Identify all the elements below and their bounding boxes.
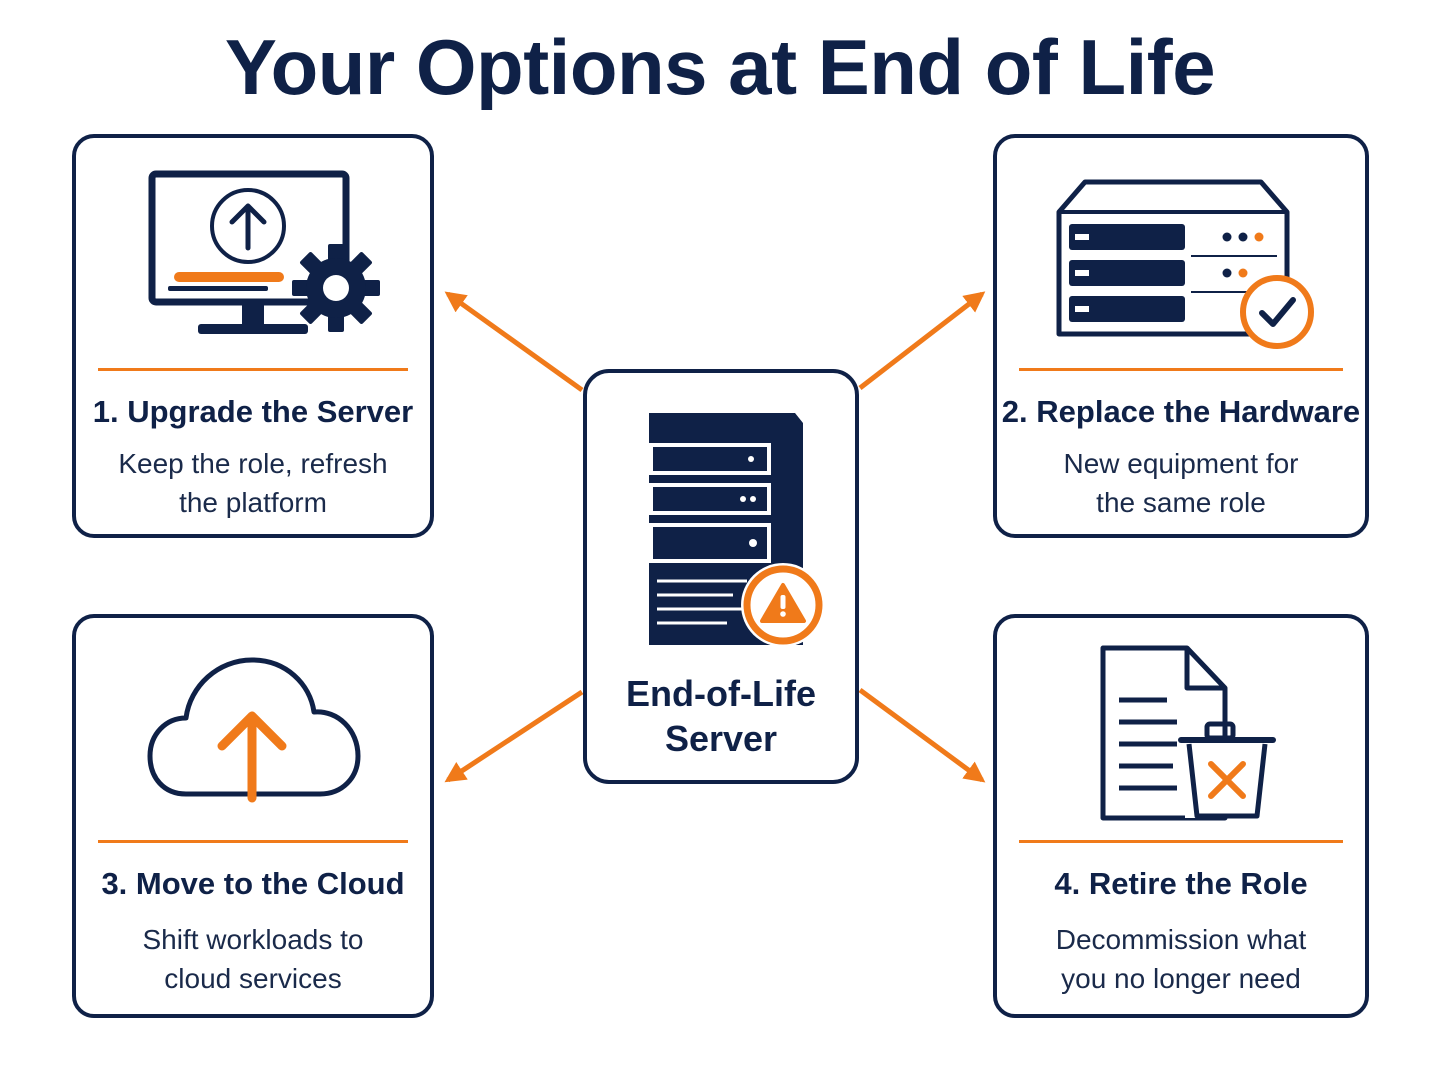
option-description: Keep the role, refresh the platform	[118, 448, 388, 518]
card-divider	[1019, 840, 1343, 843]
option-heading: 1. Upgrade the Server	[92, 394, 414, 429]
center-card-eol-server: End-of-Life Server	[583, 369, 859, 784]
arrow-to-replace	[858, 291, 986, 390]
card-divider	[1019, 368, 1343, 371]
monitor-upgrade-gear-icon	[148, 170, 380, 334]
cloud-upload-icon	[147, 657, 361, 803]
option-card-replace: 2. Replace the Hardware New equipment fo…	[993, 134, 1369, 538]
option-description: New equipment for the same role	[1063, 448, 1299, 518]
option-heading: 2. Replace the Hardware	[1001, 394, 1361, 429]
option-card-retire: 4. Retire the Role Decommission what you…	[993, 614, 1369, 1018]
rack-server-check-icon	[1056, 179, 1314, 349]
arrow-to-cloud	[444, 689, 584, 783]
option-heading: 3. Move to the Cloud	[101, 866, 405, 901]
card-divider	[98, 840, 408, 843]
page-title: Your Options at End of Life	[224, 23, 1216, 111]
card-divider	[98, 368, 408, 371]
option-description: Shift workloads to cloud services	[142, 924, 364, 994]
option-heading: 4. Retire the Role	[1054, 866, 1308, 901]
option-description: Decommission what you no longer need	[1055, 924, 1307, 994]
center-label: End-of-Life Server	[626, 673, 816, 759]
arrow-to-retire	[858, 687, 986, 783]
document-trash-icon	[1100, 645, 1276, 821]
arrow-to-upgrade	[444, 291, 584, 393]
server-warning-icon	[649, 413, 825, 647]
option-card-upgrade: 1. Upgrade the Server Keep the role, ref…	[72, 134, 434, 538]
option-card-cloud: 3. Move to the Cloud Shift workloads to …	[72, 614, 434, 1018]
